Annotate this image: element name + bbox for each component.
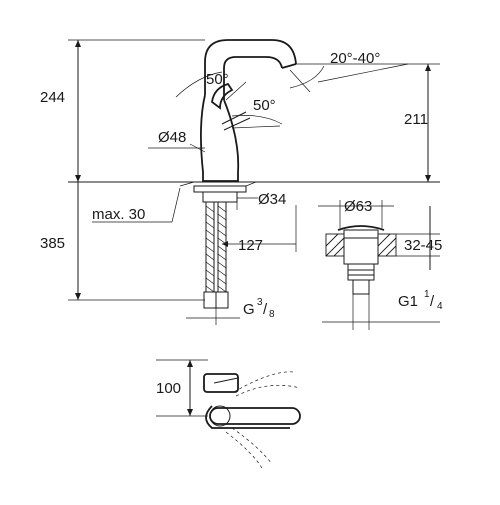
angle-arc-back (231, 115, 283, 125)
max30-leader (171, 187, 181, 223)
washer-tick-r (245, 181, 257, 187)
dim100-arrow-bottom (187, 409, 193, 416)
label-211: 211 (404, 111, 428, 128)
g114-denominator: 4 (437, 301, 443, 312)
lever-arm (223, 117, 251, 131)
faucet-top-view (156, 359, 301, 469)
label-3245: 32-45 (404, 237, 442, 254)
g38-numerator: 3 (257, 297, 263, 308)
label-g38: G 3 / 8 (243, 297, 275, 320)
g38-slash: / (263, 301, 268, 318)
label-244: 244 (40, 89, 65, 106)
dim211-arrow-bottom (425, 175, 431, 182)
basin-section (325, 233, 397, 257)
dim211-arrow-top (425, 64, 431, 71)
spout-swing-2 (225, 431, 263, 469)
dia48-tick (189, 143, 206, 153)
mounting-shank (202, 191, 238, 203)
spout-inner (223, 56, 283, 100)
label-dia48: Ø48 (158, 129, 186, 146)
spout-outer (204, 39, 297, 95)
spout-top-outline (205, 405, 290, 429)
swivel-arc (289, 65, 325, 89)
label-127: 127 (238, 237, 263, 254)
angle-ref-line (225, 81, 247, 101)
label-angle-back: 50° (253, 97, 276, 114)
right-dimension (296, 63, 440, 182)
label-g114: G1 1 / 4 (398, 289, 443, 312)
g38-letter: G (243, 301, 255, 318)
spout-axis-line (289, 69, 311, 93)
lever-top-line (213, 377, 239, 384)
faucet-body (200, 94, 240, 182)
g114-numerator: 1 (424, 289, 430, 300)
body-top-circle (209, 405, 231, 427)
g114-slash: / (430, 293, 435, 310)
dim385-arrow-bottom (75, 293, 81, 300)
dim244-arrow-top (75, 40, 81, 47)
waste-drain (318, 200, 440, 330)
lever-handle (211, 82, 234, 110)
spout-outlet (281, 63, 297, 69)
dim127-arrow (222, 241, 228, 247)
g114-main: G1 (398, 293, 418, 310)
dim100-arrow-top (187, 360, 193, 367)
waste-tail (352, 279, 370, 295)
waste-cap (337, 225, 385, 231)
spout-top (209, 407, 301, 425)
waste-nut (347, 263, 375, 281)
label-angle-front: 50° (206, 71, 229, 88)
lever-swing-upper (233, 371, 295, 393)
hose-right (215, 202, 229, 309)
faucet-side-view (68, 39, 440, 183)
label-385: 385 (40, 235, 65, 252)
spout-swing (231, 427, 273, 465)
dim244-arrow-bottom (75, 175, 81, 182)
left-dimensions (68, 39, 205, 301)
lever-swing-upper-2 (235, 384, 301, 397)
mounting-assembly (92, 181, 297, 325)
waste-body (343, 229, 379, 265)
lever-top (203, 373, 239, 393)
angle-ref-line-back (231, 125, 281, 129)
label-100: 100 (156, 380, 181, 397)
label-dia34: Ø34 (258, 191, 286, 208)
swivel-leader (317, 63, 409, 83)
label-swivel: 20°-40° (330, 50, 380, 67)
mounting-washer (193, 185, 247, 193)
washer-tick-l (179, 181, 195, 187)
label-dia63: Ø63 (344, 198, 372, 215)
hose-left (203, 202, 217, 309)
lever-arm-back (221, 111, 247, 125)
label-max30: max. 30 (92, 206, 145, 223)
angle-arc-front (175, 71, 223, 98)
g38-denominator: 8 (269, 309, 275, 320)
